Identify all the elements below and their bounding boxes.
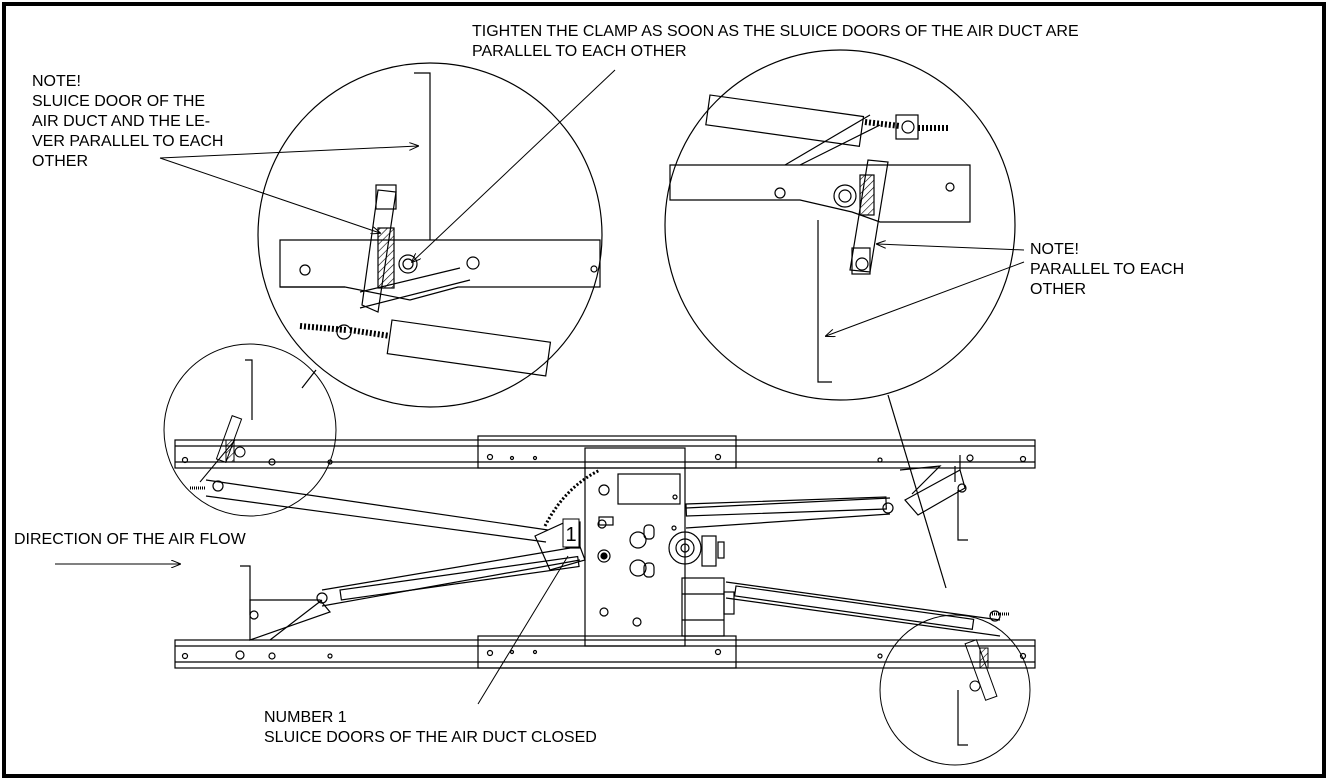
detail-circle-small-left [163,343,337,517]
callout-note-right-line-1: NOTE! [1030,241,1079,258]
callout-note-left-line-3: AIR DUCT AND THE LE- [32,113,211,130]
callout-clamp-line-1: TIGHTEN THE CLAMP AS SOON AS THE SLUICE … [472,23,1079,40]
callout-note-right-line-2: PARALLEL TO EACH [1030,261,1185,278]
detail-circle-large-right [664,49,1016,589]
motor [668,531,735,637]
bottom-rail [174,635,1036,669]
callout-number-1-line-2: SLUICE DOORS OF THE AIR DUCT CLOSED [264,729,597,746]
number-1-marker [562,518,580,548]
door-mark-right-bottom [957,690,968,746]
callout-note-left-line-4: VER PARALLEL TO EACH [32,133,224,150]
gear-segment [543,468,601,527]
door-levers [249,455,966,641]
detail-circle-small-right [879,612,1031,766]
number-1-marker-digit: 1 [565,524,576,546]
callout-note-left-line-2: SLUICE DOOR OF THE [32,93,206,110]
callout-clamp: TIGHTEN THE CLAMP AS SOON AS THE SLUICE … [472,22,1079,62]
callout-air-flow: DIRECTION OF THE AIR FLOW [14,530,246,550]
callout-note-right: NOTE! PARALLEL TO EACH OTHER [1030,240,1184,300]
callout-note-left: NOTE! SLUICE DOOR OF THE AIR DUCT AND TH… [32,72,223,172]
callout-note-left-line-1: NOTE! [32,73,81,90]
door-mark-left-top [245,359,253,420]
callout-clamp-line-2: PARALLEL TO EACH OTHER [472,43,687,60]
detail-circle-large-left [257,62,603,408]
callout-number-1-line-1: NUMBER 1 [264,709,347,726]
callout-number-1: NUMBER 1 SLUICE DOORS OF THE AIR DUCT CL… [264,708,597,748]
callout-air-flow-text: DIRECTION OF THE AIR FLOW [14,531,246,548]
callout-note-left-line-5: OTHER [32,153,88,170]
top-rail [174,435,1036,469]
drive-plate [584,447,686,647]
callout-note-right-line-3: OTHER [1030,281,1086,298]
door-mark-right-top [957,490,968,541]
main-assembly [174,359,1036,746]
door-mark-left-bottom [240,565,251,615]
leader-lines [55,69,1025,705]
